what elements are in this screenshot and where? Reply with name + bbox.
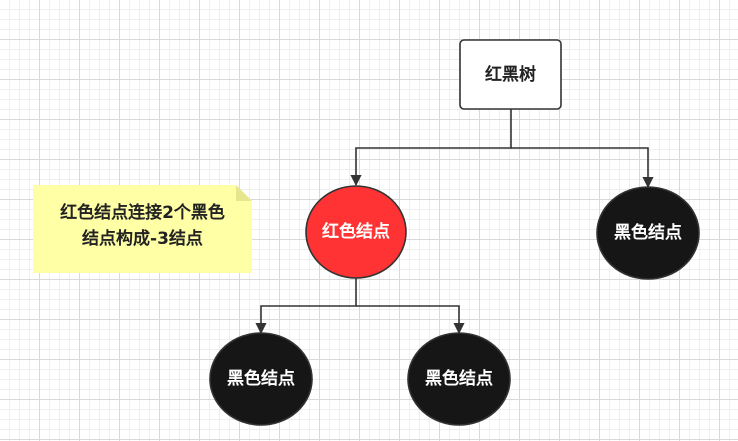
- black-node-right-label: 黑色结点: [614, 223, 682, 243]
- note-line-2: 结点构成-3结点: [82, 229, 203, 249]
- note-shape[interactable]: [33, 185, 252, 273]
- red-node-label: 红色结点: [322, 222, 390, 242]
- red-node[interactable]: [305, 185, 407, 279]
- connector-red-to-black-left: [255, 278, 357, 335]
- note-fold: [236, 185, 252, 201]
- note-line-1: 红色结点连接2个黑色: [60, 203, 225, 223]
- black-node-right[interactable]: [596, 186, 700, 280]
- root-label: 红黑树: [485, 64, 536, 85]
- note-text: 红色结点连接2个黑色 结点构成-3结点: [33, 200, 252, 252]
- root-box[interactable]: [459, 39, 562, 110]
- black-node-left[interactable]: [209, 332, 313, 426]
- connector-root-to-black-right: [511, 147, 654, 189]
- black-node-mid[interactable]: [407, 332, 511, 426]
- black-node-left-label: 黑色结点: [227, 369, 295, 389]
- connector-root-to-red: [350, 109, 512, 187]
- black-node-mid-label: 黑色结点: [425, 369, 493, 389]
- connector-red-to-black-mid: [356, 305, 465, 335]
